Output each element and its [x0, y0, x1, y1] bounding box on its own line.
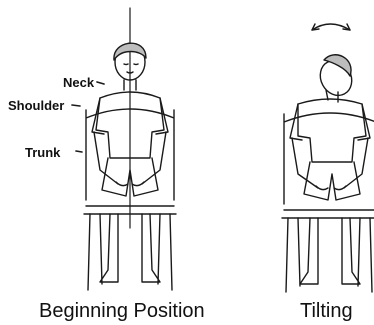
beginning-position-figure	[72, 8, 176, 290]
beginning-position-caption: Beginning Position	[39, 300, 205, 322]
trunk-label: Trunk	[25, 146, 60, 159]
tilting-caption: Tilting	[300, 300, 353, 322]
tilting-figure	[282, 24, 374, 292]
shoulder-label: Shoulder	[8, 99, 64, 112]
neck-label: Neck	[63, 76, 94, 89]
